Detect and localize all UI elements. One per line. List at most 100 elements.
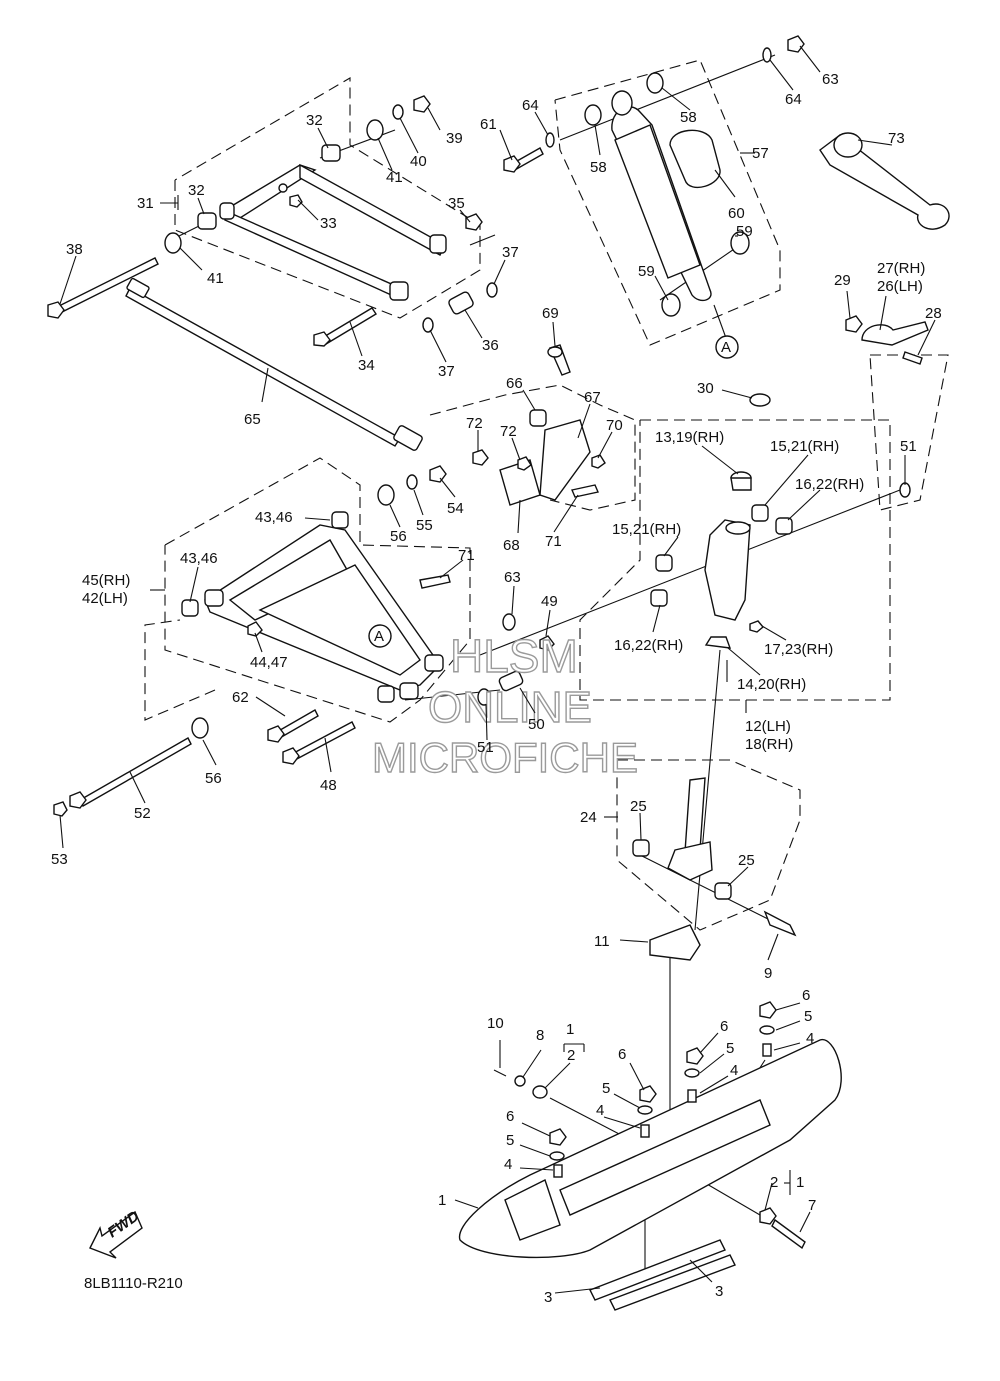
part-label-54: 54 <box>447 500 464 517</box>
part-label-3: 3 <box>715 1283 723 1300</box>
part-label-63: 63 <box>504 569 521 586</box>
upper-hardware <box>164 95 498 333</box>
part-label-31: 31 <box>137 195 154 212</box>
part-label-40: 40 <box>410 153 427 170</box>
part-label-10: 10 <box>487 1015 504 1032</box>
part-label-1: 1 <box>796 1174 804 1191</box>
part-label-17-23: 17,23(RH) <box>764 641 833 658</box>
part-label-68: 68 <box>503 537 520 554</box>
part-label-32: 32 <box>188 182 205 199</box>
lower-bolts <box>53 709 356 817</box>
part-label-56: 56 <box>390 528 407 545</box>
fwd-arrow-icon: FWD <box>89 1208 143 1259</box>
part-label-1: 1 <box>566 1021 574 1038</box>
part-label-59: 59 <box>736 223 753 240</box>
part-label-56: 56 <box>205 770 222 787</box>
part-label-48: 48 <box>320 777 337 794</box>
reference-a-upper: A <box>721 339 731 356</box>
part-label-37: 37 <box>502 244 519 261</box>
part-label-15-21: 15,21(RH) <box>770 438 839 455</box>
watermark: HLSM ONLINE MICROFICHE <box>371 629 638 781</box>
part-label-4: 4 <box>596 1102 604 1119</box>
reference-markers: A A <box>368 335 739 648</box>
part-label-51: 51 <box>477 739 494 756</box>
part-label-29: 29 <box>834 272 851 289</box>
part-label-55: 55 <box>416 517 433 534</box>
part-label-30: 30 <box>697 380 714 397</box>
part-label-44-47: 44,47 <box>250 654 288 671</box>
part-label-6: 6 <box>802 987 810 1004</box>
steering-link-parts <box>419 344 606 589</box>
part-label-6: 6 <box>720 1018 728 1035</box>
part-label-15-21: 15,21(RH) <box>612 521 681 538</box>
part-label-27-rh: 27(RH) <box>877 260 925 277</box>
part-label-65: 65 <box>244 411 261 428</box>
part-label-45-rh: 45(RH) <box>82 572 130 589</box>
part-label-4: 4 <box>504 1156 512 1173</box>
ski <box>458 1039 842 1311</box>
part-label-67: 67 <box>584 389 601 406</box>
part-label-64: 64 <box>785 91 802 108</box>
steering-arm-73 <box>819 132 950 230</box>
part-label-37: 37 <box>438 363 455 380</box>
part-label-12-lh: 12(LH) <box>745 718 791 735</box>
spindle-12-18 <box>650 471 911 649</box>
part-label-1: 1 <box>438 1192 446 1209</box>
part-label-6: 6 <box>506 1108 514 1125</box>
upper-a-arm <box>219 163 447 301</box>
reference-a-lower: A <box>374 628 384 645</box>
part-label-16-22: 16,22(RH) <box>795 476 864 493</box>
part-label-60: 60 <box>728 205 745 222</box>
part-label-61: 61 <box>480 116 497 133</box>
part-label-9: 9 <box>764 965 772 982</box>
part-label-8: 8 <box>536 1027 544 1044</box>
part-label-57: 57 <box>752 145 769 162</box>
steering-link-26-27 <box>749 315 929 407</box>
part-label-39: 39 <box>446 130 463 147</box>
part-label-43-46: 43,46 <box>180 550 218 567</box>
watermark-line-3: MICROFICHE <box>372 734 638 781</box>
part-label-62: 62 <box>232 689 249 706</box>
part-label-32: 32 <box>306 112 323 129</box>
part-label-7: 7 <box>808 1197 816 1214</box>
part-label-49: 49 <box>541 593 558 610</box>
part-label-28: 28 <box>925 305 942 322</box>
part-label-16-22: 16,22(RH) <box>614 637 683 654</box>
part-label-5: 5 <box>804 1008 812 1025</box>
part-label-5: 5 <box>602 1080 610 1097</box>
part-label-24: 24 <box>580 809 597 826</box>
part-label-3: 3 <box>544 1289 552 1306</box>
part-label-71: 71 <box>458 547 475 564</box>
part-label-6: 6 <box>618 1046 626 1063</box>
part-label-34: 34 <box>358 357 375 374</box>
watermark-line-1: HLSM <box>450 630 578 682</box>
part-label-66: 66 <box>506 375 523 392</box>
part-label-69: 69 <box>542 305 559 322</box>
part-label-35: 35 <box>448 195 465 212</box>
bolt-38 <box>47 257 159 319</box>
part-label-52: 52 <box>134 805 151 822</box>
part-label-26-lh: 26(LH) <box>877 278 923 295</box>
bolt-34 <box>313 307 377 347</box>
leader-lines <box>59 45 936 1294</box>
part-labels: 1 1 1 2 2 3 3 4 4 4 4 5 5 5 5 6 6 6 6 7 … <box>51 71 942 1306</box>
part-label-51: 51 <box>900 438 917 455</box>
part-label-58: 58 <box>680 109 697 126</box>
part-label-41: 41 <box>386 169 403 186</box>
watermark-line-2: ONLINE <box>428 683 592 732</box>
part-label-59: 59 <box>638 263 655 280</box>
part-label-43-46: 43,46 <box>255 509 293 526</box>
part-label-33: 33 <box>320 215 337 232</box>
part-label-4: 4 <box>730 1062 738 1079</box>
part-label-71: 71 <box>545 533 562 550</box>
part-label-5: 5 <box>506 1132 514 1149</box>
lower-a-arm <box>181 465 555 706</box>
part-label-11: 11 <box>594 933 610 950</box>
tie-rod <box>125 277 423 451</box>
part-label-42-lh: 42(LH) <box>82 590 128 607</box>
part-label-2: 2 <box>567 1047 575 1064</box>
part-label-2: 2 <box>770 1174 778 1191</box>
lower-spindle-24 <box>632 777 797 961</box>
part-label-36: 36 <box>482 337 499 354</box>
